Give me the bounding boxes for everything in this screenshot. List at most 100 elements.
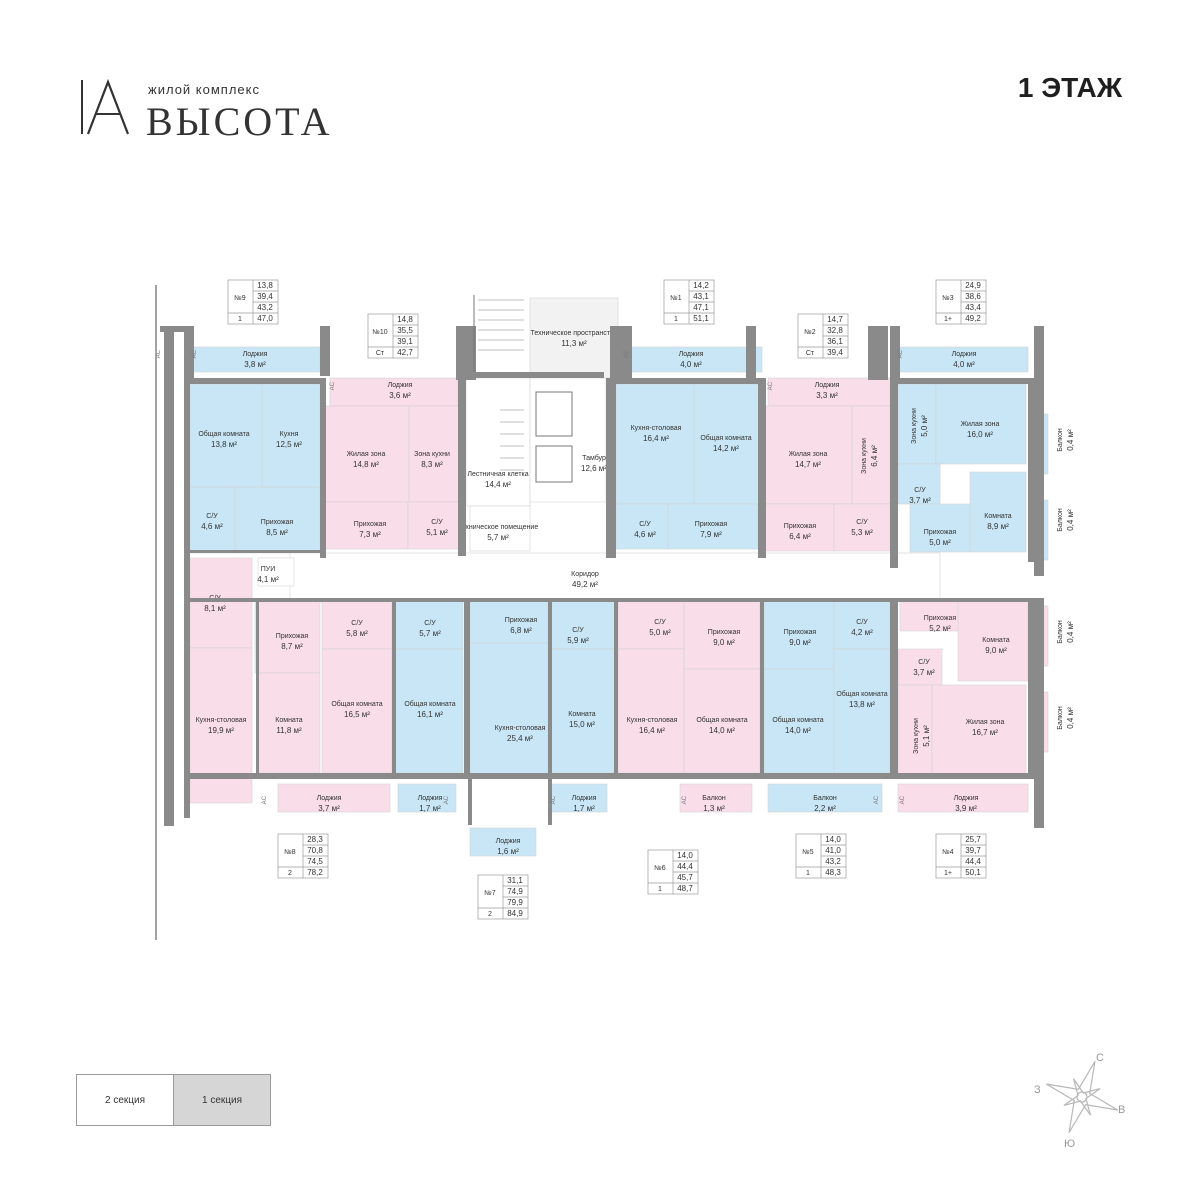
room-name: Кухня-столовая: [631, 425, 682, 432]
room-name: Жилая зона: [966, 719, 1005, 726]
room-area: [322, 501, 409, 550]
apartment-cell-label: №2: [804, 329, 816, 336]
wall: [392, 601, 396, 777]
room-name: Общая комната: [331, 700, 382, 708]
apartment-cell-value: 36,1: [827, 337, 843, 346]
room[interactable]: С/У5,1 м²: [407, 501, 466, 550]
apartment-cell-label: 1: [238, 316, 242, 323]
room-area: [408, 405, 465, 503]
room-area-label: 6,4 м²: [789, 532, 811, 541]
room[interactable]: С/У5,9 м²: [550, 600, 616, 650]
room[interactable]: С/У5,8 м²: [321, 600, 393, 650]
room-area-label: 1,7 м²: [573, 804, 595, 813]
room-name: С/У: [856, 619, 868, 626]
wall: [468, 773, 472, 825]
room[interactable]: С/У5,3 м²: [833, 503, 891, 552]
apartment-cell-label: 1+: [944, 316, 952, 323]
room[interactable]: С/У4,6 м²: [615, 503, 669, 550]
room[interactable]: С/У5,7 м²: [394, 600, 464, 650]
room-name: Прихожая: [505, 617, 538, 624]
section-2-button[interactable]: 2 секция: [104, 1094, 145, 1106]
apartment-cell-value: 78,2: [307, 868, 323, 877]
room[interactable]: С/У3,7 м²: [897, 463, 941, 505]
room-area-label: 13,8 м²: [211, 440, 237, 449]
room[interactable]: С/У4,2 м²: [833, 600, 891, 650]
room[interactable]: С/У3,7 м²: [897, 648, 943, 686]
room[interactable]: С/У4,6 м²: [189, 486, 236, 554]
room[interactable]: С/У5,0 м²: [617, 600, 685, 650]
room[interactable]: С/У8,1 м²: [189, 557, 253, 649]
section-1-button[interactable]: 1 секция: [173, 1075, 270, 1125]
apartment-cell-value: 70,8: [307, 846, 323, 855]
wall: [892, 378, 1032, 384]
room-name: Лоджия: [952, 351, 977, 358]
wall: [1034, 598, 1044, 828]
room-name: Балкон: [1057, 508, 1064, 532]
room-area-label: 25,4 м²: [507, 734, 533, 743]
room-area-label: 8,7 м²: [281, 642, 303, 651]
